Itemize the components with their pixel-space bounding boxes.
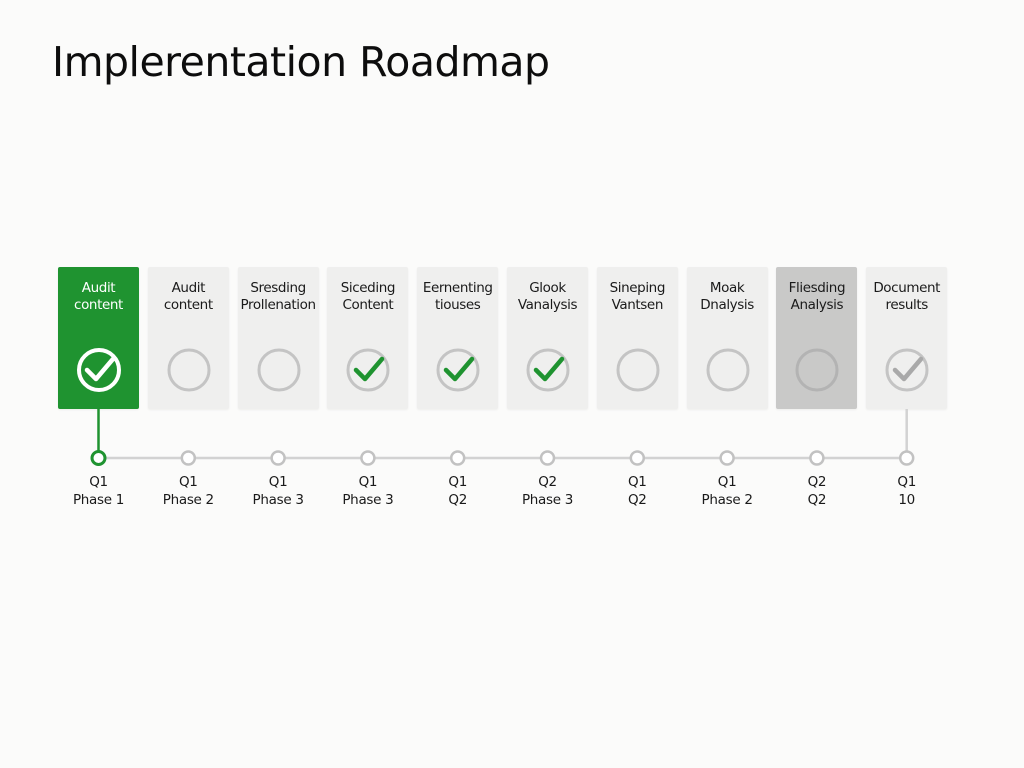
step-period-label: Q1 Phase 2: [701, 474, 753, 508]
timeline-node: [449, 450, 466, 466]
check-circle-icon: [76, 347, 122, 393]
step-period-label: Q1 Q2: [448, 474, 467, 508]
empty-circle-icon: [794, 347, 840, 393]
step-label: Siceding Content: [340, 280, 396, 313]
empty-circle-icon: [705, 347, 751, 393]
step-label: Document results: [873, 280, 941, 313]
step-period-label: Q2 Q2: [807, 474, 827, 508]
step-label: Glook Vanalysis: [517, 280, 578, 313]
step-period-label: Q1 Phase 2: [162, 474, 214, 508]
step-label: Audit content: [74, 280, 123, 313]
step-label: Sresding Prollenation: [240, 280, 317, 313]
step-period-label: Q1 Q2: [627, 474, 647, 508]
roadmap-step-card[interactable]: Glook Vanalysis: [507, 267, 588, 409]
step-period-label: Q1 Phase 3: [252, 474, 304, 508]
check-circle-icon: [884, 347, 930, 393]
timeline-node: [270, 450, 286, 466]
timeline-node: [180, 450, 197, 466]
empty-circle-icon: [166, 347, 212, 393]
step-label: Eernenting tiouses: [422, 280, 493, 313]
timeline-node: [629, 450, 646, 466]
timeline-node: [360, 450, 376, 466]
roadmap-step-card[interactable]: Fliesding Analysis: [776, 267, 858, 409]
step-label: Sineping Vantsen: [609, 280, 666, 313]
roadmap-step-card[interactable]: Moak Dnalysis: [686, 267, 768, 409]
roadmap-step-card[interactable]: Eernenting tiouses: [417, 267, 499, 409]
timeline-node: [809, 450, 825, 466]
step-period-label: Q2 Phase 3: [521, 474, 574, 508]
check-circle-icon: [525, 347, 571, 393]
timeline-node: [539, 450, 556, 466]
roadmap-step-card[interactable]: Audit content: [58, 267, 139, 409]
timeline-node: [898, 450, 915, 466]
empty-circle-icon: [256, 347, 302, 393]
roadmap-step-card[interactable]: Sineping Vantsen: [596, 267, 678, 409]
step-label: Audit content: [163, 280, 213, 313]
check-circle-icon: [435, 347, 481, 393]
step-period-label: Q1 Phase 3: [342, 474, 394, 508]
timeline-node: [90, 450, 107, 466]
step-period-label: Q1 10: [897, 474, 916, 508]
roadmap-step-card[interactable]: Document results: [866, 267, 948, 409]
empty-circle-icon: [615, 347, 661, 393]
step-label: Moak Dnalysis: [700, 280, 754, 313]
step-period-label: Q1 Phase 1: [72, 474, 125, 508]
page-title: Implerentation Roadmap: [52, 38, 550, 86]
check-circle-icon: [345, 347, 391, 393]
roadmap-step-card[interactable]: Sresding Prollenation: [237, 267, 319, 409]
timeline-node: [719, 450, 735, 466]
roadmap-step-card[interactable]: Audit content: [147, 267, 229, 409]
roadmap-step-card[interactable]: Siceding Content: [327, 267, 409, 409]
step-label: Fliesding Analysis: [788, 280, 846, 313]
